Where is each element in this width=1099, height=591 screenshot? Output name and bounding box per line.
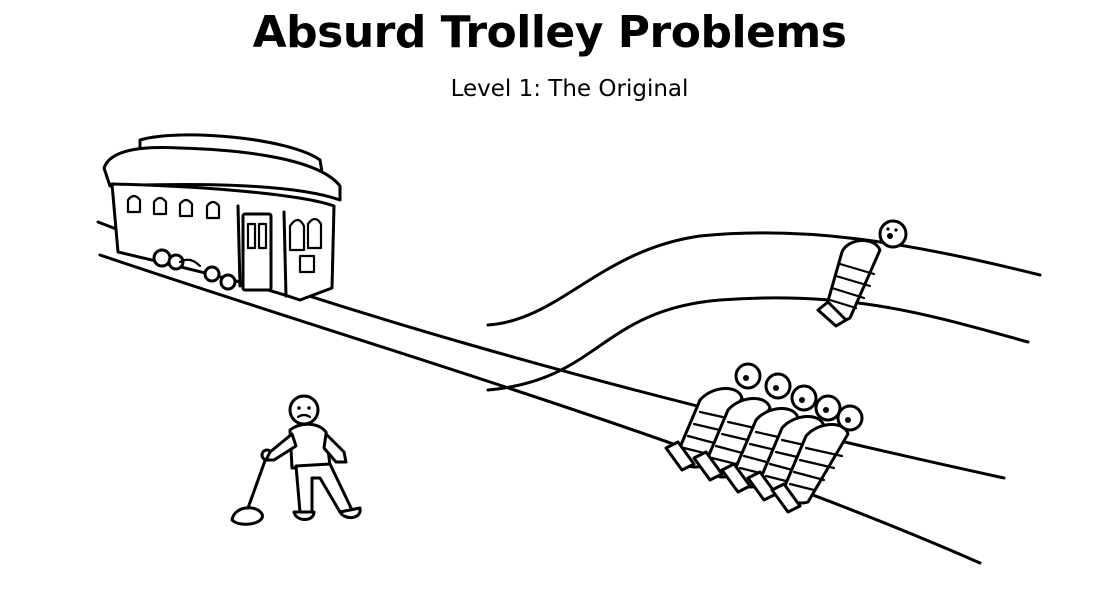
victim-1: [664, 362, 762, 472]
side-track: [486, 231, 1042, 392]
person-icon: [264, 394, 362, 521]
game-title: Absurd Trolley Problems: [252, 7, 847, 58]
victim-2: [692, 372, 792, 482]
level-label: Level 1: The Original: [450, 76, 689, 102]
trolley-icon: [102, 133, 342, 302]
side-track-victim: [816, 219, 908, 328]
main-track-victims: [664, 362, 864, 514]
lever-icon[interactable]: [230, 448, 274, 526]
victim-5: [770, 404, 864, 514]
